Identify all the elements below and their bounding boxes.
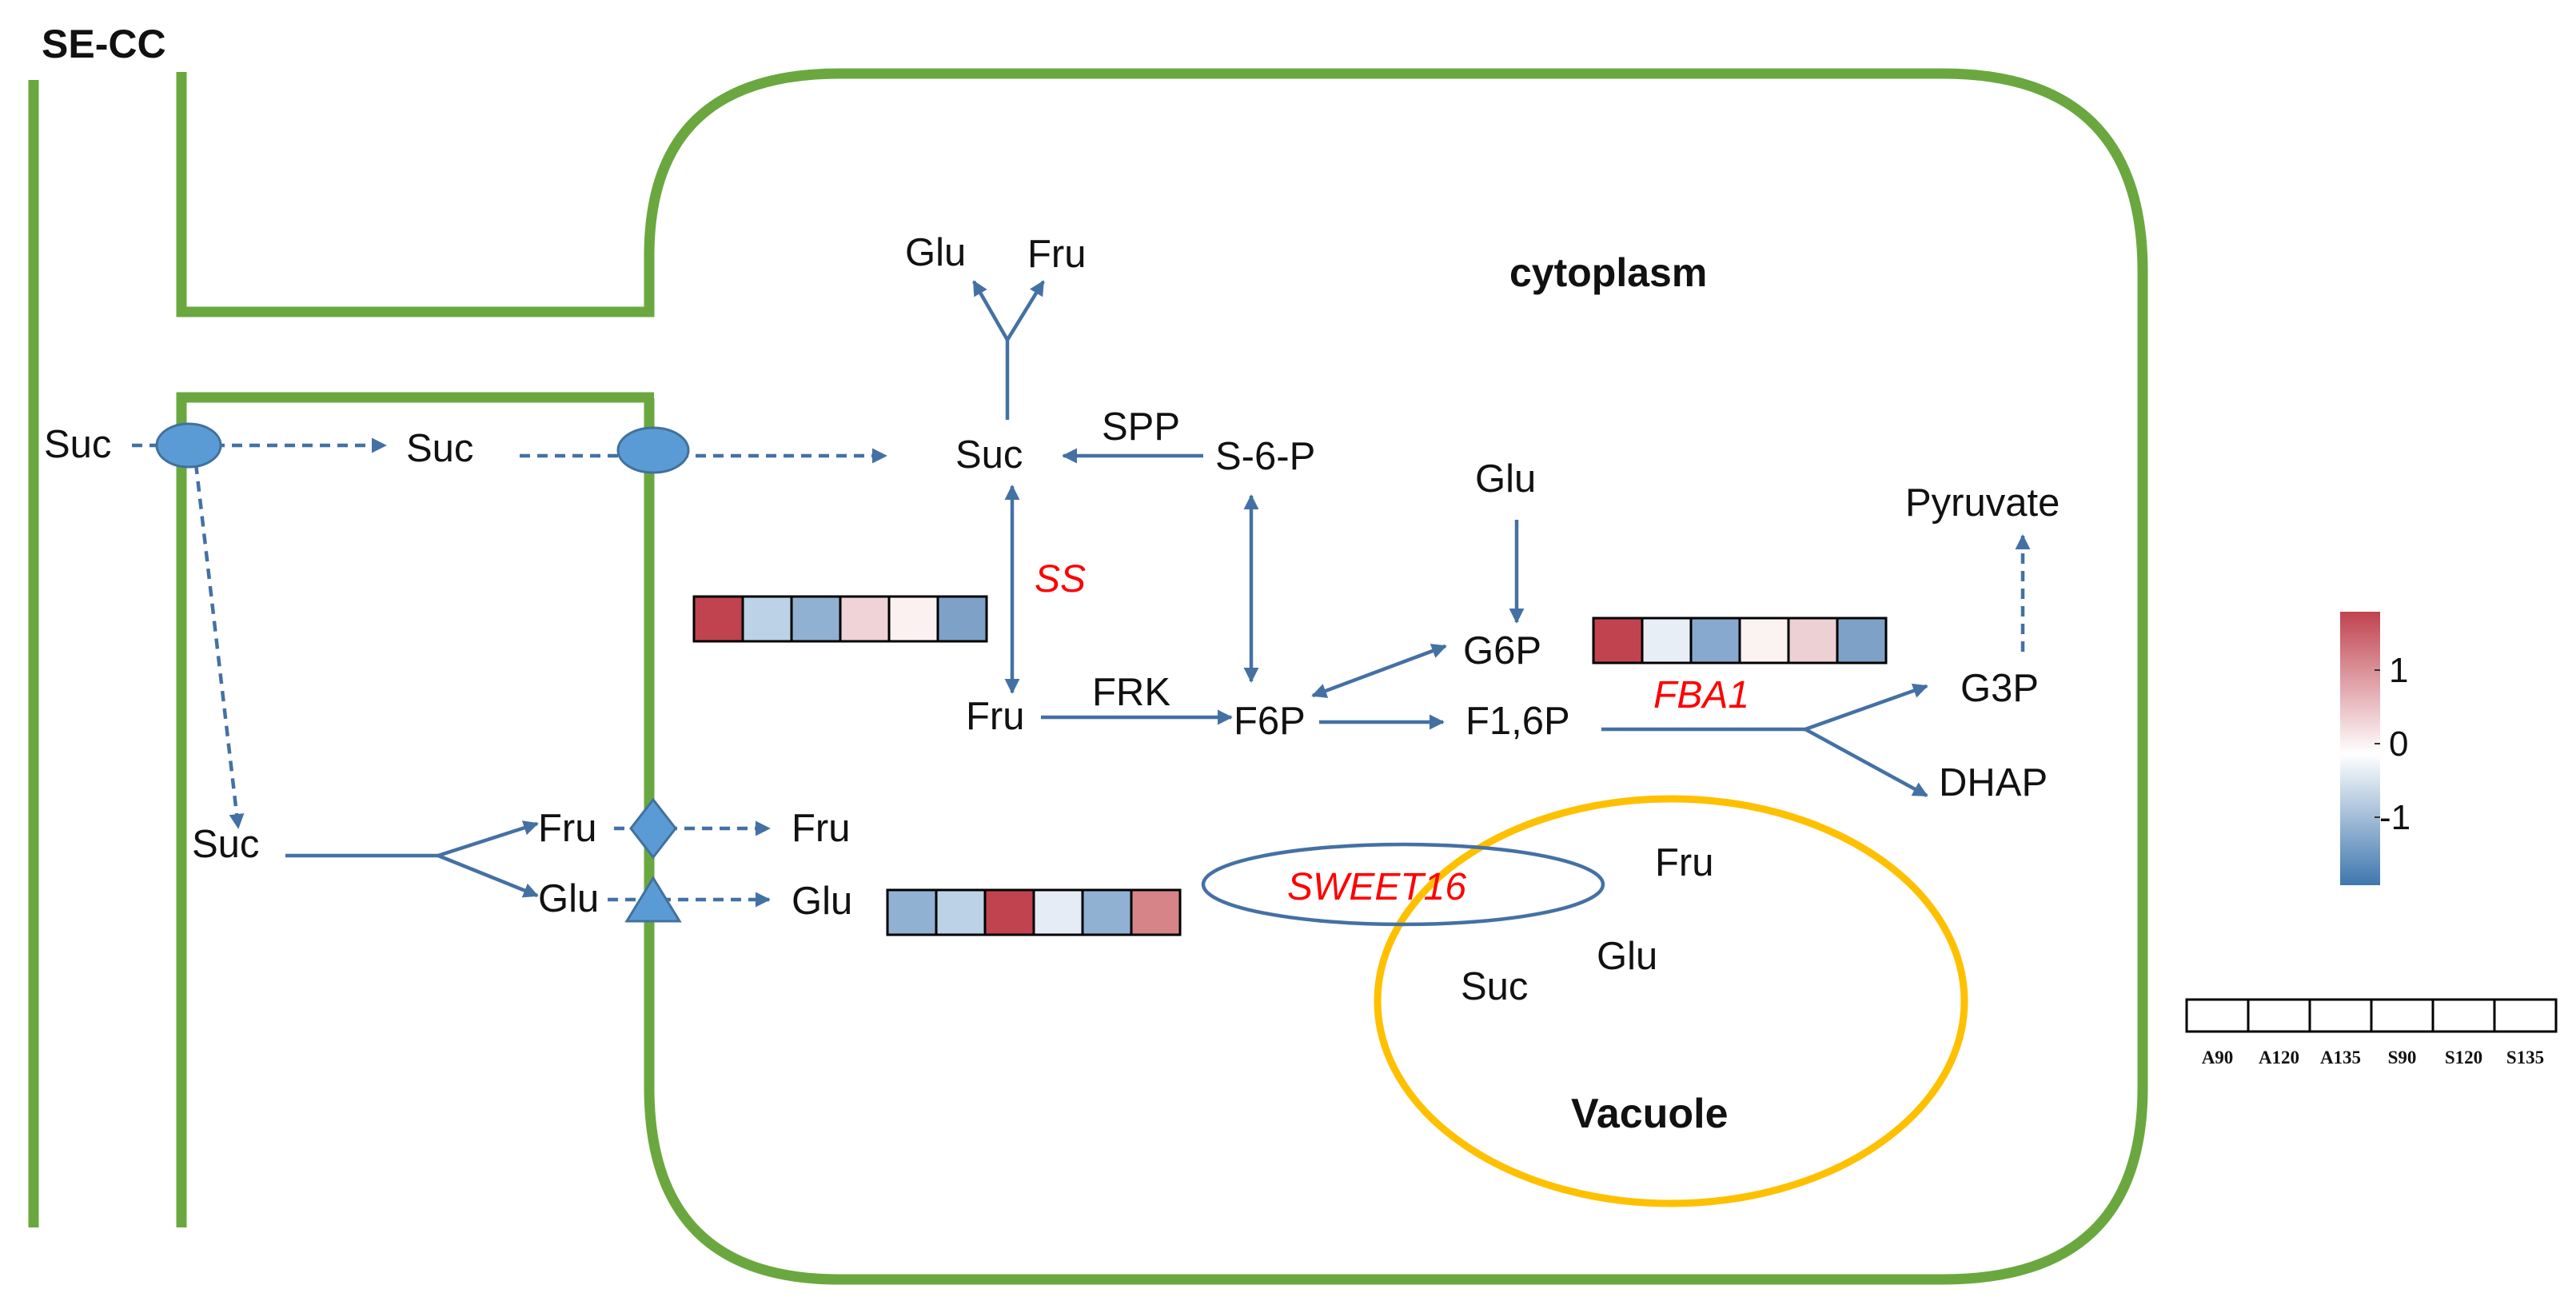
heatmap-ss-cell bbox=[790, 595, 842, 643]
label-glu-out: Glu bbox=[792, 880, 852, 923]
label-fru-top: Fru bbox=[1027, 233, 1087, 276]
sample-key-label: A135 bbox=[2320, 1048, 2361, 1068]
label-vacuole-fru: Fru bbox=[1655, 841, 1714, 884]
label-suc-cytoplasm: Suc bbox=[955, 433, 1023, 477]
label-glu-transporter: Glu bbox=[538, 877, 599, 920]
cell-walls bbox=[28, 68, 2148, 1285]
label-s6p: S-6-P bbox=[1215, 435, 1315, 478]
label-suc-phloem: Suc bbox=[44, 423, 111, 466]
vacuole-membrane bbox=[1374, 795, 1968, 1207]
label-glu-top: Glu bbox=[905, 231, 966, 274]
label-g3p: G3P bbox=[1960, 667, 2039, 710]
transporters bbox=[155, 422, 690, 923]
heatmap-sweet16-cell bbox=[1081, 888, 1133, 936]
arrow-suc-apoplast-down bbox=[193, 463, 245, 829]
sieve-element-right-wall-upper bbox=[176, 68, 2148, 1285]
sample-key-label: S135 bbox=[2506, 1048, 2544, 1068]
heatmap-fba1-cell bbox=[1787, 617, 1839, 664]
heatmap-fba1-cell bbox=[1689, 617, 1741, 664]
label-f6p: F6P bbox=[1234, 700, 1306, 743]
sample-key-box bbox=[2431, 998, 2496, 1033]
arrow-split-to-fru bbox=[437, 820, 539, 858]
color-scale-label-low: -1 bbox=[2379, 798, 2411, 837]
label-suc-lower: Suc bbox=[192, 823, 259, 866]
arrow-to-fru-top bbox=[1006, 280, 1045, 341]
heatmap-sweet16-cell bbox=[886, 888, 938, 936]
label-g6p: G6P bbox=[1463, 629, 1541, 672]
arrow-to-g3p bbox=[1804, 683, 1928, 732]
sucrose-transporter-cell-icon bbox=[616, 426, 690, 474]
sample-key-box bbox=[2493, 998, 2558, 1033]
label-glu-mid: Glu bbox=[1475, 457, 1536, 501]
plasmodesma-channel-lower-wall bbox=[176, 392, 654, 1227]
fructose-transporter-diamond-icon bbox=[629, 797, 677, 860]
pathway-arrows bbox=[132, 280, 2031, 908]
heatmap-ss-cell bbox=[936, 595, 988, 643]
heatmap-sweet16-cell bbox=[1032, 888, 1084, 936]
label-pyruvate: Pyruvate bbox=[1905, 481, 2060, 525]
sample-key-label: A120 bbox=[2259, 1048, 2299, 1068]
gene-label-fba1: FBA1 bbox=[1653, 674, 1749, 716]
label-suc-wall: Suc bbox=[406, 427, 473, 470]
label-dhap: DHAP bbox=[1939, 761, 2048, 804]
sample-key-box bbox=[2370, 998, 2434, 1033]
label-fru-mid: Fru bbox=[966, 695, 1025, 738]
heatmap-ss-cell bbox=[741, 595, 793, 643]
heatmap-fba1-cell bbox=[1641, 617, 1693, 664]
heatmap-ss-cell bbox=[692, 595, 744, 643]
heatmap-fba1 bbox=[1592, 617, 1888, 664]
arrow-f6p-g6p bbox=[1311, 644, 1447, 698]
gene-label-sweet16: SWEET16 bbox=[1287, 866, 1466, 908]
sample-key-box bbox=[2308, 998, 2373, 1033]
label-fru-out: Fru bbox=[792, 807, 851, 850]
heatmap-fba1-cell bbox=[1738, 617, 1790, 664]
color-scale-label-mid: 0 bbox=[2389, 724, 2408, 764]
label-f16p: F1,6P bbox=[1465, 700, 1570, 743]
heatmap-ss-cell bbox=[839, 595, 891, 643]
glucose-transporter-triangle-icon bbox=[624, 876, 682, 923]
heatmap-ss bbox=[692, 595, 988, 643]
heatmap-ss-cell bbox=[887, 595, 939, 643]
sample-key-box bbox=[2185, 998, 2250, 1033]
heatmap-sweet16 bbox=[886, 888, 1182, 936]
label-spp: SPP bbox=[1102, 405, 1180, 449]
label-fru-transporter: Fru bbox=[538, 807, 597, 850]
vacuole-label: Vacuole bbox=[1571, 1091, 1729, 1137]
cytoplasm-label: cytoplasm bbox=[1509, 250, 1707, 295]
sample-key: A90 A120 A135 S90 S120 S135 bbox=[2185, 998, 2558, 1068]
heatmap-fba1-cell bbox=[1836, 617, 1888, 664]
label-vacuole-suc: Suc bbox=[1461, 965, 1528, 1008]
color-scale-bar bbox=[2340, 612, 2380, 885]
sample-key-label: S90 bbox=[2388, 1048, 2417, 1068]
heatmap-sweet16-cell bbox=[935, 888, 987, 936]
label-frk: FRK bbox=[1092, 671, 1170, 714]
arrow-split-to-glu bbox=[437, 853, 539, 898]
se-cc-label: SE-CC bbox=[42, 22, 166, 66]
heatmap-sweet16-cell bbox=[983, 888, 1035, 936]
color-scale-label-high: 1 bbox=[2389, 651, 2408, 690]
heatmap-fba1-cell bbox=[1592, 617, 1644, 664]
sweet16-transporter bbox=[1201, 842, 1605, 927]
sample-key-label: S120 bbox=[2445, 1048, 2482, 1068]
arrow-to-glu-top bbox=[972, 280, 1009, 341]
sucrose-transporter-phloem-icon bbox=[155, 422, 222, 469]
label-vacuole-glu: Glu bbox=[1597, 935, 1657, 978]
sample-key-label: A90 bbox=[2202, 1048, 2234, 1068]
sample-key-box bbox=[2247, 998, 2311, 1033]
arrow-to-dhap bbox=[1804, 728, 1928, 797]
heatmap-sweet16-cell bbox=[1130, 888, 1182, 936]
gene-label-ss: SS bbox=[1035, 558, 1086, 601]
labels: SE-CC cytoplasm Vacuole Suc Suc Suc Suc … bbox=[42, 22, 2060, 1137]
